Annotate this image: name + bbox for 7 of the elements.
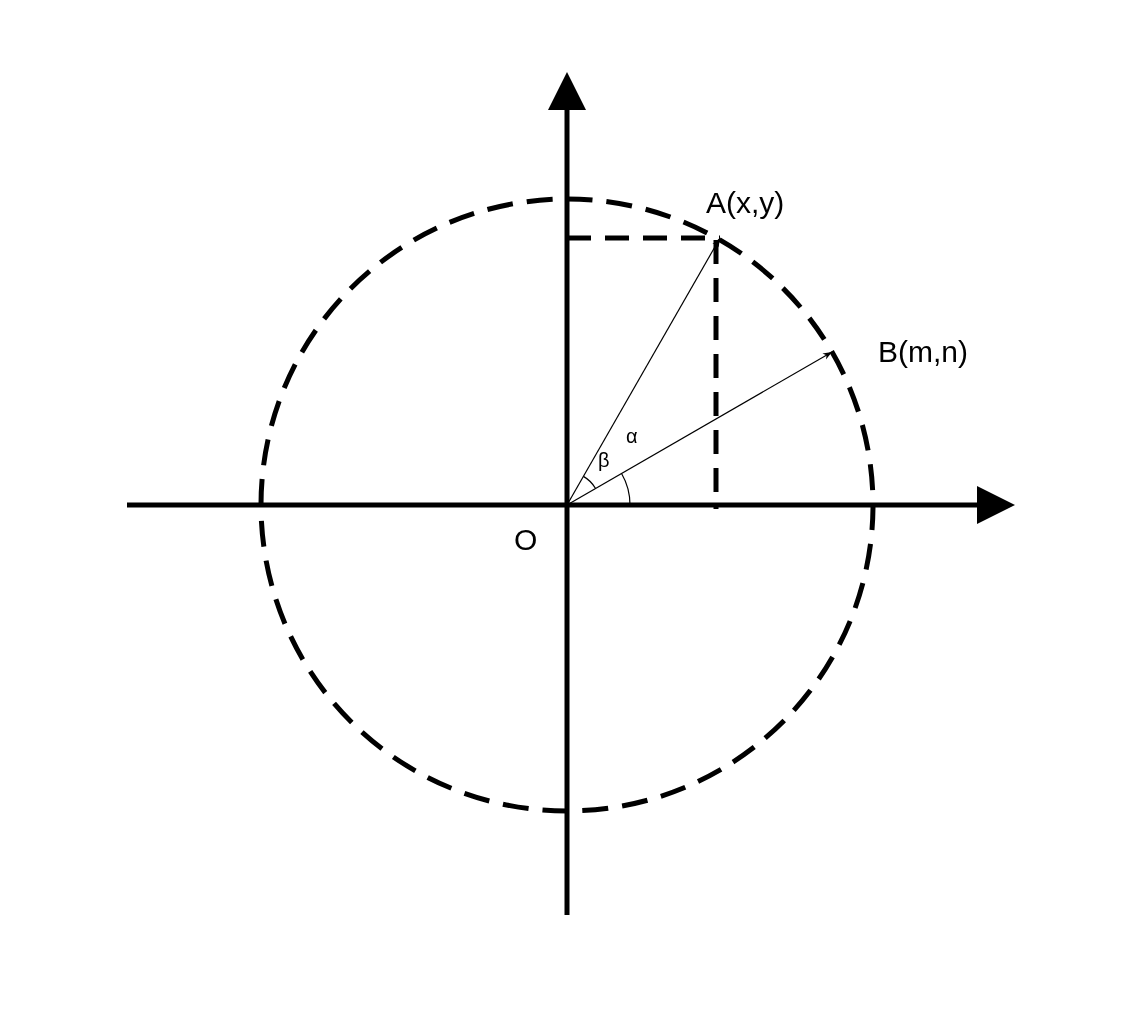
angle-label: β xyxy=(598,450,610,470)
point-label: A(x,y) xyxy=(706,188,785,218)
point-label: O xyxy=(514,525,538,555)
arrow xyxy=(566,351,833,506)
point-label: B(m,n) xyxy=(878,337,968,367)
angle-label: α xyxy=(626,426,638,446)
arrow xyxy=(566,237,721,506)
